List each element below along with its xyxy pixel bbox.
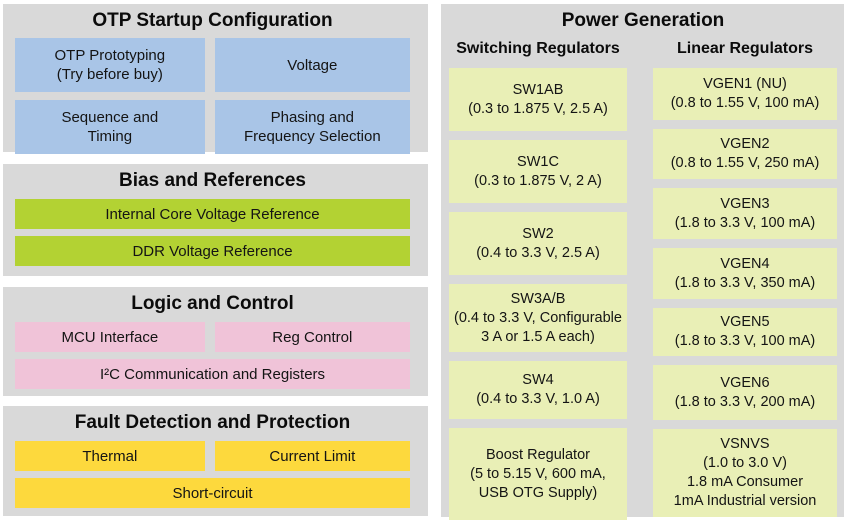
- linear-regulators-column: Linear Regulators VGEN1 (NU)(0.8 to 1.55…: [653, 39, 837, 520]
- box-vgen3: VGEN3(1.8 to 3.3 V, 100 mA): [653, 188, 837, 239]
- panel-logic-title: Logic and Control: [131, 293, 294, 314]
- box-voltage: Voltage: [214, 38, 410, 92]
- box-thermal: Thermal: [15, 441, 205, 471]
- box-vgen2: VGEN2(0.8 to 1.55 V, 250 mA): [653, 129, 837, 179]
- panel-fault-title: Fault Detection and Protection: [74, 412, 351, 433]
- switching-regulators-column: Switching Regulators SW1AB(0.3 to 1.875 …: [449, 39, 627, 520]
- box-vgen6: VGEN6(1.8 to 3.3 V, 200 mA): [653, 365, 837, 420]
- box-current-limit: Current Limit: [214, 441, 410, 471]
- power-columns: Switching Regulators SW1AB(0.3 to 1.875 …: [449, 39, 837, 520]
- box-reg-control: Reg Control: [214, 322, 410, 352]
- box-vgen5: VGEN5(1.8 to 3.3 V, 100 mA): [653, 308, 837, 356]
- panel-otp-title: OTP Startup Configuration: [92, 10, 333, 31]
- box-i2c-communication-and-registers: I²C Communication and Registers: [15, 359, 410, 389]
- box-vgen4: VGEN4(1.8 to 3.3 V, 350 mA): [653, 248, 837, 299]
- box-internal-core-voltage-reference: Internal Core Voltage Reference: [15, 199, 410, 229]
- logic-boxes: MCU Interface Reg Control I²C Communicat…: [15, 322, 410, 389]
- box-mcu-interface: MCU Interface: [15, 322, 205, 352]
- linear-regulator-boxes: VGEN1 (NU)(0.8 to 1.55 V, 100 mA) VGEN2(…: [653, 68, 837, 517]
- box-sw1c: SW1C(0.3 to 1.875 V, 2 A): [449, 140, 627, 203]
- otp-row-1: OTP Prototyping(Try before buy) Voltage: [15, 38, 410, 92]
- fault-boxes: Thermal Current Limit Short-circuit: [15, 441, 410, 508]
- box-short-circuit: Short-circuit: [15, 478, 410, 508]
- fault-row-1: Thermal Current Limit: [15, 441, 410, 471]
- logic-row-1: MCU Interface Reg Control: [15, 322, 410, 352]
- panel-logic-and-control: Logic and Control MCU Interface Reg Cont…: [3, 287, 428, 396]
- box-sw1ab: SW1AB(0.3 to 1.875 V, 2.5 A): [449, 68, 627, 131]
- power-generation-title: Power Generation: [561, 10, 725, 31]
- box-sw2: SW2(0.4 to 3.3 V, 2.5 A): [449, 212, 627, 275]
- box-sw4: SW4(0.4 to 3.3 V, 1.0 A): [449, 361, 627, 419]
- bias-boxes: Internal Core Voltage Reference DDR Volt…: [15, 199, 410, 266]
- box-ddr-voltage-reference: DDR Voltage Reference: [15, 236, 410, 266]
- panel-fault-detection-and-protection: Fault Detection and Protection Thermal C…: [3, 406, 428, 516]
- panel-power-generation: Power Generation Switching Regulators SW…: [441, 4, 844, 520]
- box-otp-prototyping: OTP Prototyping(Try before buy): [15, 38, 205, 92]
- box-boost-regulator: Boost Regulator(5 to 5.15 V, 600 mA,USB …: [449, 428, 627, 520]
- panel-bias-and-references: Bias and References Internal Core Voltag…: [3, 164, 428, 276]
- box-vgen1: VGEN1 (NU)(0.8 to 1.55 V, 100 mA): [653, 68, 837, 120]
- linear-regulators-header: Linear Regulators: [676, 40, 814, 57]
- switching-regulators-header: Switching Regulators: [456, 40, 620, 57]
- panel-bias-title: Bias and References: [119, 170, 306, 191]
- switching-regulator-boxes: SW1AB(0.3 to 1.875 V, 2.5 A) SW1C(0.3 to…: [449, 68, 627, 520]
- panel-otp-startup-configuration: OTP Startup Configuration OTP Prototypin…: [3, 4, 428, 154]
- otp-boxes: OTP Prototyping(Try before buy) Voltage …: [15, 38, 410, 154]
